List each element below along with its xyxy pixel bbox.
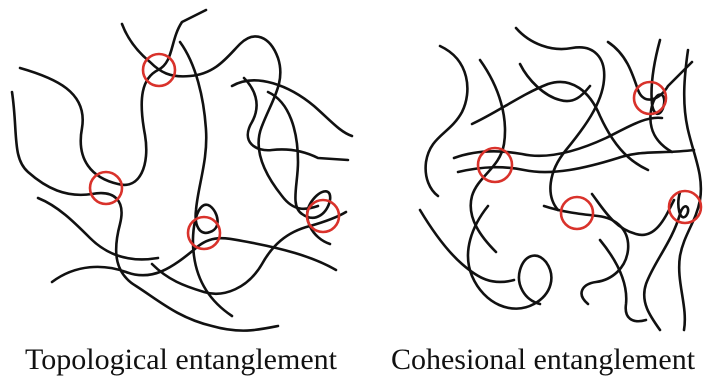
polymer-chain (426, 46, 468, 196)
polymer-chain (468, 206, 551, 309)
entanglement-circle (307, 200, 339, 232)
polymer-chain (650, 40, 672, 152)
polymer-chain (600, 240, 646, 321)
entanglement-circle (90, 172, 122, 204)
polymer-chain (268, 92, 330, 244)
polymer-chain (420, 210, 514, 282)
polymer-chain (516, 28, 604, 210)
polymer-chain (38, 198, 158, 259)
cohesional-entanglement-markers (478, 82, 701, 229)
polymer-chain (592, 194, 674, 235)
topological-panel (12, 10, 352, 331)
polymer-chain (152, 212, 346, 294)
cohesional-caption: Cohesional entanglement (362, 338, 724, 382)
polymer-chain (20, 10, 206, 185)
topological-caption: Topological entanglement (0, 338, 362, 382)
cohesional-panel (420, 28, 701, 330)
polymer-chain (458, 150, 694, 172)
polymer-chain (608, 42, 692, 100)
polymer-chain (544, 206, 628, 304)
polymer-chain (180, 42, 232, 316)
